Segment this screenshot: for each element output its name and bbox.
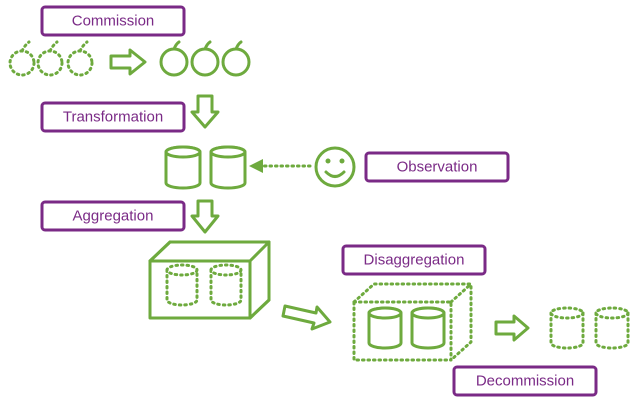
label-transformation: Transformation xyxy=(40,101,186,133)
cylinder-icon xyxy=(209,145,247,190)
label-disaggregation: Disaggregation xyxy=(341,244,487,276)
apple-icon xyxy=(159,40,189,77)
cylinder-icon xyxy=(410,306,446,350)
cylinder-icon xyxy=(164,145,202,190)
label-observation: Observation xyxy=(364,151,510,183)
label-decommission-text: Decommission xyxy=(476,373,574,390)
observation-arrow xyxy=(249,159,312,173)
arrow-down-icon xyxy=(190,94,220,129)
apple-dotted-icon xyxy=(8,40,36,77)
cylinder-dotted-icon xyxy=(165,263,199,307)
label-decommission: Decommission xyxy=(452,365,598,397)
cylinder-icon xyxy=(367,306,403,350)
arrow-right-icon xyxy=(494,314,530,342)
label-commission: Commission xyxy=(40,5,186,37)
label-disaggregation-text: Disaggregation xyxy=(364,252,465,269)
apple-dotted-icon xyxy=(66,40,94,77)
label-observation-text: Observation xyxy=(397,159,478,176)
apple-icon xyxy=(190,40,220,77)
smiley-face-icon xyxy=(314,146,356,188)
aggregate-box xyxy=(148,240,271,320)
label-commission-text: Commission xyxy=(72,13,155,30)
arrow-right-icon xyxy=(109,48,147,76)
cylinders-dotted-group xyxy=(549,306,630,350)
apples-solid-group xyxy=(159,40,251,77)
apple-icon xyxy=(221,40,251,77)
arrow-diagonal-icon xyxy=(281,304,332,331)
cylinder-dotted-icon xyxy=(549,306,585,350)
cylinder-dotted-icon xyxy=(209,263,243,307)
cylinder-dotted-icon xyxy=(594,306,630,350)
apples-dotted-group xyxy=(8,40,94,77)
disaggregate-box xyxy=(352,282,473,362)
apple-dotted-icon xyxy=(36,40,64,77)
cylinders-solid-group xyxy=(164,145,247,190)
label-aggregation-text: Aggregation xyxy=(73,208,154,225)
label-transformation-text: Transformation xyxy=(63,109,163,126)
label-aggregation: Aggregation xyxy=(40,200,186,232)
arrow-down-icon xyxy=(190,199,220,234)
